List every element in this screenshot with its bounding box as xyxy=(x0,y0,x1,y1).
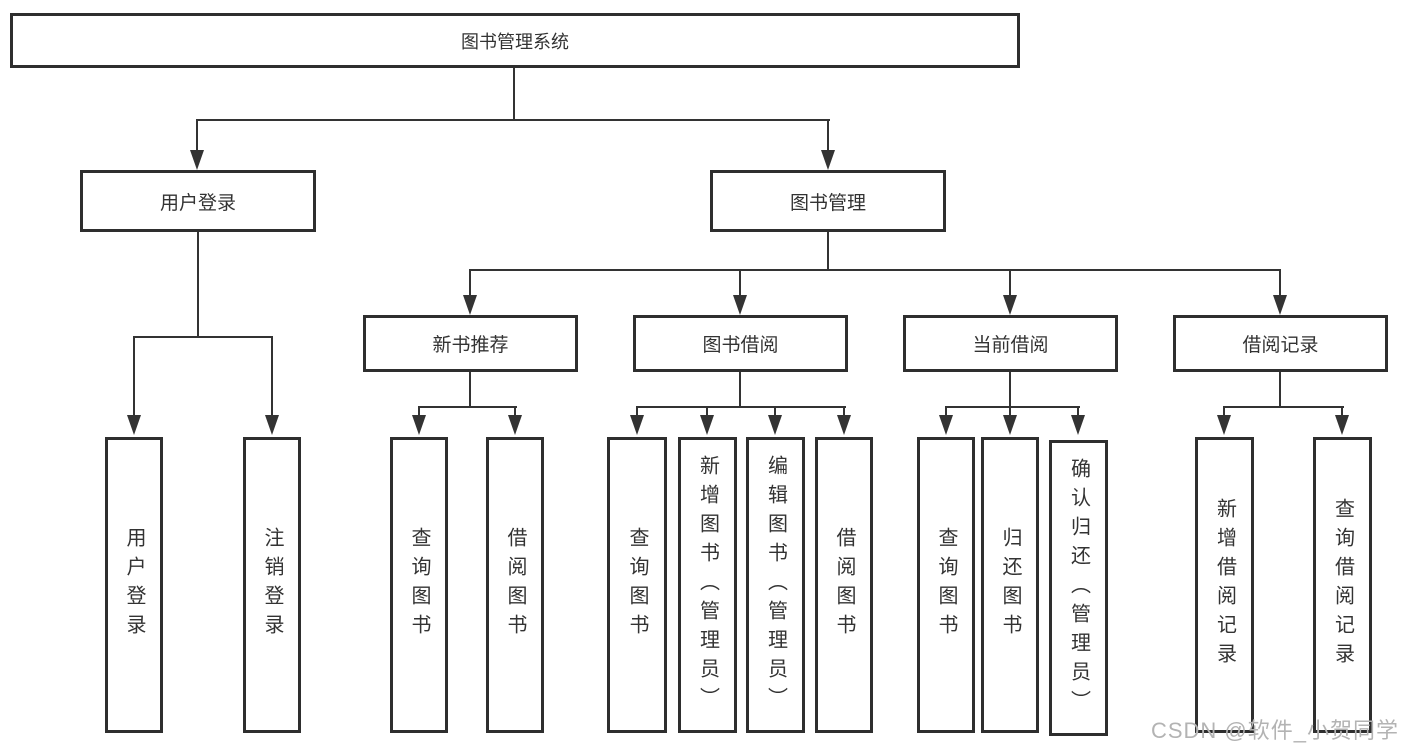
leaf-label: 确认归还（管理员） xyxy=(1067,457,1090,719)
leaf-label: 查询借阅记录 xyxy=(1331,498,1354,672)
node-library-system: 图书管理系统 xyxy=(10,13,1020,68)
node-book-management: 图书管理 xyxy=(710,170,946,232)
connector-line xyxy=(513,68,515,121)
leaf-label: 新增图书（管理员） xyxy=(696,454,719,716)
node-user-login: 用户登录 xyxy=(80,170,316,232)
leaf-logout-login: 注销登录 xyxy=(243,437,301,733)
leaf-label: 借阅图书 xyxy=(833,527,855,643)
leaf-records-query-borrow-record: 查询借阅记录 xyxy=(1313,437,1372,733)
arrow-down-icon xyxy=(1003,406,1017,435)
leaf-recommend-query-books: 查询图书 xyxy=(390,437,448,733)
arrow-down-icon xyxy=(1273,269,1287,315)
arrow-down-icon xyxy=(1071,406,1085,435)
arrow-down-icon xyxy=(700,406,714,435)
connector-line xyxy=(1009,372,1011,408)
arrow-down-icon xyxy=(837,406,851,435)
leaf-borrowing-add-books-admin: 新增图书（管理员） xyxy=(678,437,737,733)
connector-line xyxy=(469,372,471,408)
leaf-current-return-books: 归还图书 xyxy=(981,437,1039,733)
connector-line xyxy=(469,269,1281,271)
leaf-records-add-borrow-record: 新增借阅记录 xyxy=(1195,437,1254,733)
arrow-down-icon xyxy=(265,336,279,435)
arrow-down-icon xyxy=(1003,269,1017,315)
connector-line xyxy=(1279,372,1281,408)
connector-line xyxy=(133,336,273,338)
leaf-borrowing-edit-books-admin: 编辑图书（管理员） xyxy=(746,437,805,733)
node-book-borrowing: 图书借阅 xyxy=(633,315,848,372)
leaf-current-confirm-return-admin: 确认归还（管理员） xyxy=(1049,440,1108,736)
connector-line xyxy=(739,372,741,408)
node-borrowing-records: 借阅记录 xyxy=(1173,315,1388,372)
leaf-recommend-borrow-books: 借阅图书 xyxy=(486,437,544,733)
leaf-label: 新增借阅记录 xyxy=(1213,498,1236,672)
node-new-book-recommendation: 新书推荐 xyxy=(363,315,578,372)
leaf-borrowing-query-books: 查询图书 xyxy=(607,437,667,733)
leaf-label: 编辑图书（管理员） xyxy=(764,454,787,716)
connector-line xyxy=(636,406,846,408)
leaf-label: 归还图书 xyxy=(999,527,1021,643)
connector-line xyxy=(827,232,829,271)
connector-line xyxy=(418,406,517,408)
arrow-down-icon xyxy=(508,406,522,435)
leaf-current-query-books: 查询图书 xyxy=(917,437,975,733)
arrow-down-icon xyxy=(1217,406,1231,435)
leaf-label: 查询图书 xyxy=(935,527,957,643)
leaf-label: 查询图书 xyxy=(626,527,648,643)
leaf-user-login: 用户登录 xyxy=(105,437,163,733)
connector-line xyxy=(945,406,1080,408)
connector-line xyxy=(197,232,199,338)
arrow-down-icon xyxy=(939,406,953,435)
arrow-down-icon xyxy=(463,269,477,315)
connector-line xyxy=(1223,406,1344,408)
arrow-down-icon xyxy=(630,406,644,435)
arrow-down-icon xyxy=(821,119,835,170)
node-current-borrowing: 当前借阅 xyxy=(903,315,1118,372)
connector-line xyxy=(196,119,830,121)
leaf-borrowing-borrow-books: 借阅图书 xyxy=(815,437,873,733)
leaf-label: 查询图书 xyxy=(408,527,430,643)
leaf-label: 注销登录 xyxy=(261,527,283,643)
leaf-label: 用户登录 xyxy=(123,527,145,643)
arrow-down-icon xyxy=(733,269,747,315)
leaf-label: 借阅图书 xyxy=(504,527,526,643)
arrow-down-icon xyxy=(768,406,782,435)
csdn-watermark: CSDN @软件_小贺同学 xyxy=(1150,718,1399,743)
arrow-down-icon xyxy=(127,336,141,435)
arrow-down-icon xyxy=(1335,406,1349,435)
arrow-down-icon xyxy=(412,406,426,435)
arrow-down-icon xyxy=(190,119,204,170)
